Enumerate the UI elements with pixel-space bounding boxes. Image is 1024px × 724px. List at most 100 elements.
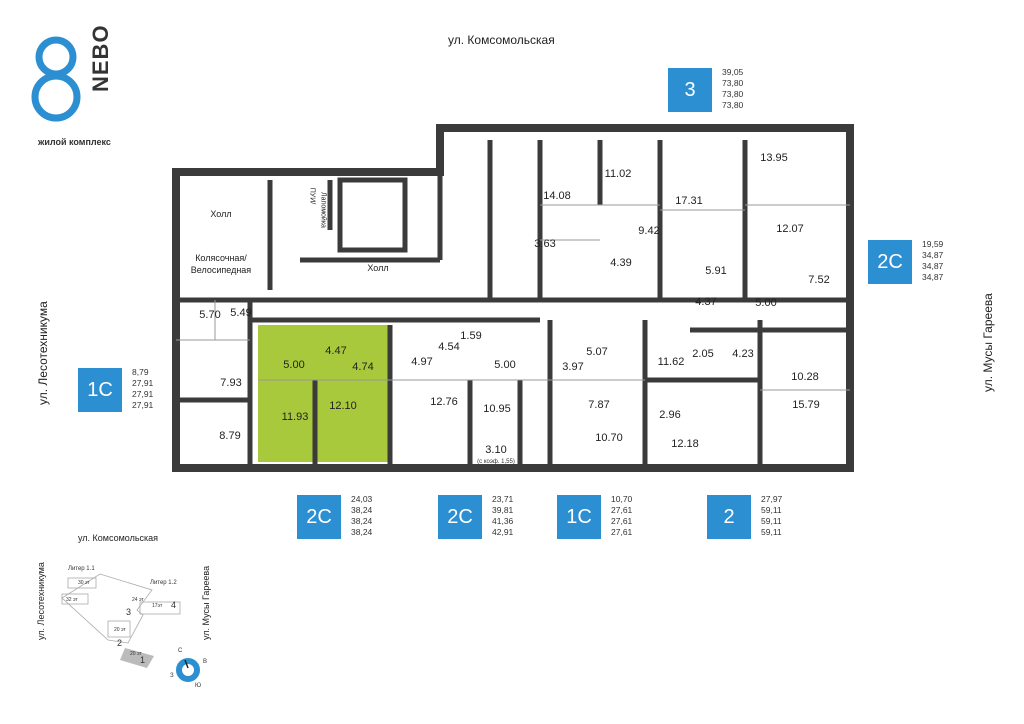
apartment-area-value: 23,71	[492, 494, 514, 504]
floors-label: 17эт	[152, 603, 163, 609]
room-area-label: 11.02	[604, 168, 632, 180]
liter-1-2: Литер 1.2	[150, 580, 177, 586]
apartment-area-value: 27,61	[611, 527, 633, 537]
inner-lines	[176, 204, 850, 391]
apartment-type-badge[interactable]: 2	[707, 495, 751, 539]
apartment-area-value: 27,91	[132, 400, 154, 410]
apartment-area-value: 73,80	[722, 100, 744, 110]
compass-west: З	[170, 673, 174, 679]
apartment-area-value: 34,87	[922, 272, 944, 282]
apartment-area-value: 8,79	[132, 367, 149, 377]
logo-subtitle: жилой комплекс	[38, 137, 111, 147]
room-area-label: 5.00	[283, 359, 305, 371]
floors-label: 32 эт	[66, 597, 78, 603]
room-hall-label-2: Холл	[367, 263, 389, 273]
room-area-label: 12.07	[776, 223, 804, 235]
room-stroller-label-1: Колясочная/	[195, 253, 247, 263]
apartment-area-value: 59,11	[761, 527, 782, 537]
room-area-label: 5.70	[199, 309, 221, 321]
apartment-area-value: 59,11	[761, 516, 782, 526]
room-area-label: 3.63	[534, 238, 556, 250]
room-area-label: 5.91	[705, 265, 727, 277]
apartment-area-value: 41,36	[492, 516, 514, 526]
room-area-label: 5.49	[230, 307, 252, 319]
room-area-label: 9.42	[638, 225, 660, 237]
section-label: 4	[171, 600, 177, 610]
apartment-area-value: 34,87	[922, 261, 944, 271]
room-area-label: 2.05	[692, 348, 714, 360]
room-area-label: 7.87	[588, 399, 610, 411]
apartment-area-value: 39,81	[492, 505, 514, 515]
room-area-label: 12.76	[430, 396, 458, 408]
room-area-label: 13.95	[760, 152, 788, 164]
apartment-area-value: 73,80	[722, 78, 744, 88]
minimap-street-right: ул. Мусы Гареева	[201, 565, 211, 640]
apartment-area-value: 27,91	[132, 378, 154, 388]
apartment-type-badge[interactable]: 2С	[438, 495, 482, 539]
floors-label: 24 эт	[132, 597, 144, 603]
room-area-label: 10.70	[595, 432, 623, 444]
room-area-label: 3.97	[562, 361, 584, 373]
section-label: 3	[126, 607, 132, 617]
room-area-label: 7.93	[220, 377, 242, 389]
apartment-type-badge[interactable]: 3	[668, 68, 712, 112]
apartment-area-value: 24,03	[351, 494, 373, 504]
section-label: 1	[140, 655, 146, 665]
room-area-label: 5.00	[494, 359, 516, 371]
room-area-label: 11.62	[657, 356, 685, 368]
apartment-type-badge[interactable]: 2С	[868, 240, 912, 284]
room-area-label: 11.93	[281, 411, 309, 423]
logo-eight-icon	[31, 36, 81, 122]
apartment-area-value: 39,05	[722, 67, 744, 77]
room-stroller-label-2: Велосипедная	[190, 265, 252, 275]
apartment-area-value: 19,59	[922, 239, 944, 249]
apartment-area-value: 38,24	[351, 505, 373, 515]
room-area-label: 10.95	[483, 403, 511, 415]
room-area-label: 12.18	[671, 438, 699, 450]
minimap-street-top: ул. Комсомольская	[78, 533, 159, 543]
walls	[176, 140, 850, 468]
apartment-type-badge[interactable]: 1С	[78, 368, 122, 412]
apartment-area-value: 10,70	[611, 494, 633, 504]
room-area-label: 4.23	[732, 348, 754, 360]
room-area-label: 8.79	[219, 430, 241, 442]
compass-north: С	[178, 648, 183, 654]
room-area-label: 4.37	[695, 296, 717, 308]
room-area-label: 3.10	[485, 444, 507, 456]
room-area-label: 17.31	[675, 195, 703, 207]
room-area-label: 4.47	[325, 345, 347, 357]
apartment-area-value: 27,91	[132, 389, 154, 399]
highlighted-apartment	[258, 325, 390, 462]
compass-south: Ю	[195, 683, 202, 689]
street-top: ул. Комсомольская	[448, 33, 555, 47]
apartment-type-badge[interactable]: 1С	[557, 495, 601, 539]
room-area-label: 15.79	[792, 399, 820, 411]
apartment-type-badge[interactable]: 2С	[297, 495, 341, 539]
liter-1-1: Литер 1.1	[68, 566, 95, 572]
room-area-label: 4.97	[411, 356, 433, 368]
room-area-label: 4.74	[352, 361, 374, 373]
room-area-label: 4.54	[438, 341, 460, 353]
room-hall-label: Холл	[210, 209, 232, 219]
room-area-label: 2.96	[659, 409, 681, 421]
apartment-area-value: 38,24	[351, 527, 373, 537]
apartment-area-value: 27,61	[611, 516, 633, 526]
floors-label: 20 эт	[114, 627, 126, 633]
room-area-label: 4.39	[610, 257, 632, 269]
room-area-label: 14.08	[543, 190, 571, 202]
compass-east: В	[203, 659, 208, 665]
minimap-street-left: ул. Лесотехникума	[36, 562, 46, 640]
room-area-label: 5.07	[586, 346, 608, 358]
apartment-area-value: 59,11	[761, 505, 782, 515]
apartment-area-value: 73,80	[722, 89, 744, 99]
room-area-label: 1.59	[460, 330, 482, 342]
room-area-label: 12.10	[329, 400, 357, 412]
